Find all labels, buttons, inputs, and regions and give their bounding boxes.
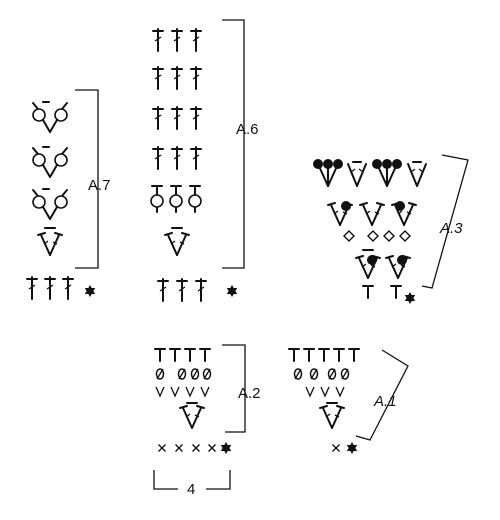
a3-fan-1: [312, 158, 344, 187]
a1-v-stitch: [319, 405, 345, 429]
a7-circle-pair-2: [32, 146, 68, 178]
a1-v-row: [305, 386, 345, 397]
a7-circle-pair-1: [32, 101, 68, 133]
a1-star: [346, 442, 358, 454]
a6-dc-grid: [152, 28, 202, 170]
a6-dc-base-2: [176, 278, 188, 302]
a1-x: [331, 443, 341, 453]
a2-phi-row: [155, 368, 212, 380]
a7-dc-1: [26, 276, 38, 300]
a2-label: A.2: [238, 385, 261, 402]
a3-fan-2: [371, 158, 403, 187]
diagram-a7: A.7: [26, 89, 111, 300]
a2-x-row: [157, 443, 217, 453]
diagram-a6: A.6: [150, 19, 259, 302]
diagram-a2: A.2 4: [153, 344, 261, 498]
a7-label: A.7: [88, 177, 111, 194]
a6-label: A.6: [236, 121, 259, 138]
a6-star: [226, 285, 238, 297]
a3-fan-open-1: [347, 161, 367, 187]
a6-dc-base-3: [195, 278, 207, 302]
a7-bracket: [75, 89, 99, 269]
a7-dc-2: [44, 276, 56, 300]
a7-star: [84, 285, 96, 297]
a6-v-stitch: [164, 232, 190, 256]
repeat-bracket-right: [206, 470, 231, 490]
a7-v-stitch: [37, 232, 63, 256]
a2-bracket: [222, 344, 246, 433]
a3-fan-open-2: [407, 161, 427, 187]
a2-v-stitch: [179, 405, 205, 429]
a1-bracket: [355, 349, 409, 441]
a1-sc-row: [288, 348, 360, 362]
a3-row-4: [355, 249, 411, 279]
a3-sc-2: [390, 285, 402, 299]
a1-phi-row: [293, 368, 350, 380]
a3-bracket: [421, 154, 469, 289]
a6-chain-row: [150, 185, 202, 213]
diagram-a3: A.3: [312, 154, 469, 304]
a7-dc-3: [62, 276, 74, 300]
repeat-bracket-left: [153, 470, 178, 490]
a2-sc-row: [154, 348, 211, 362]
a1-label: A.1: [373, 393, 397, 410]
a6-bracket: [222, 19, 245, 269]
a7-circle-pair-3: [32, 188, 68, 220]
a3-sc-1: [362, 285, 374, 299]
a3-star: [404, 292, 416, 304]
a2-star: [220, 442, 232, 454]
a2-v-row: [155, 386, 210, 397]
diagram-a1: A.1: [288, 348, 409, 454]
a3-diamond-row: [343, 230, 411, 242]
repeat-width-label: 4: [187, 481, 195, 498]
a3-row-2: [327, 201, 417, 226]
a6-dc-base-1: [157, 278, 169, 302]
a3-label: A.3: [439, 220, 463, 237]
